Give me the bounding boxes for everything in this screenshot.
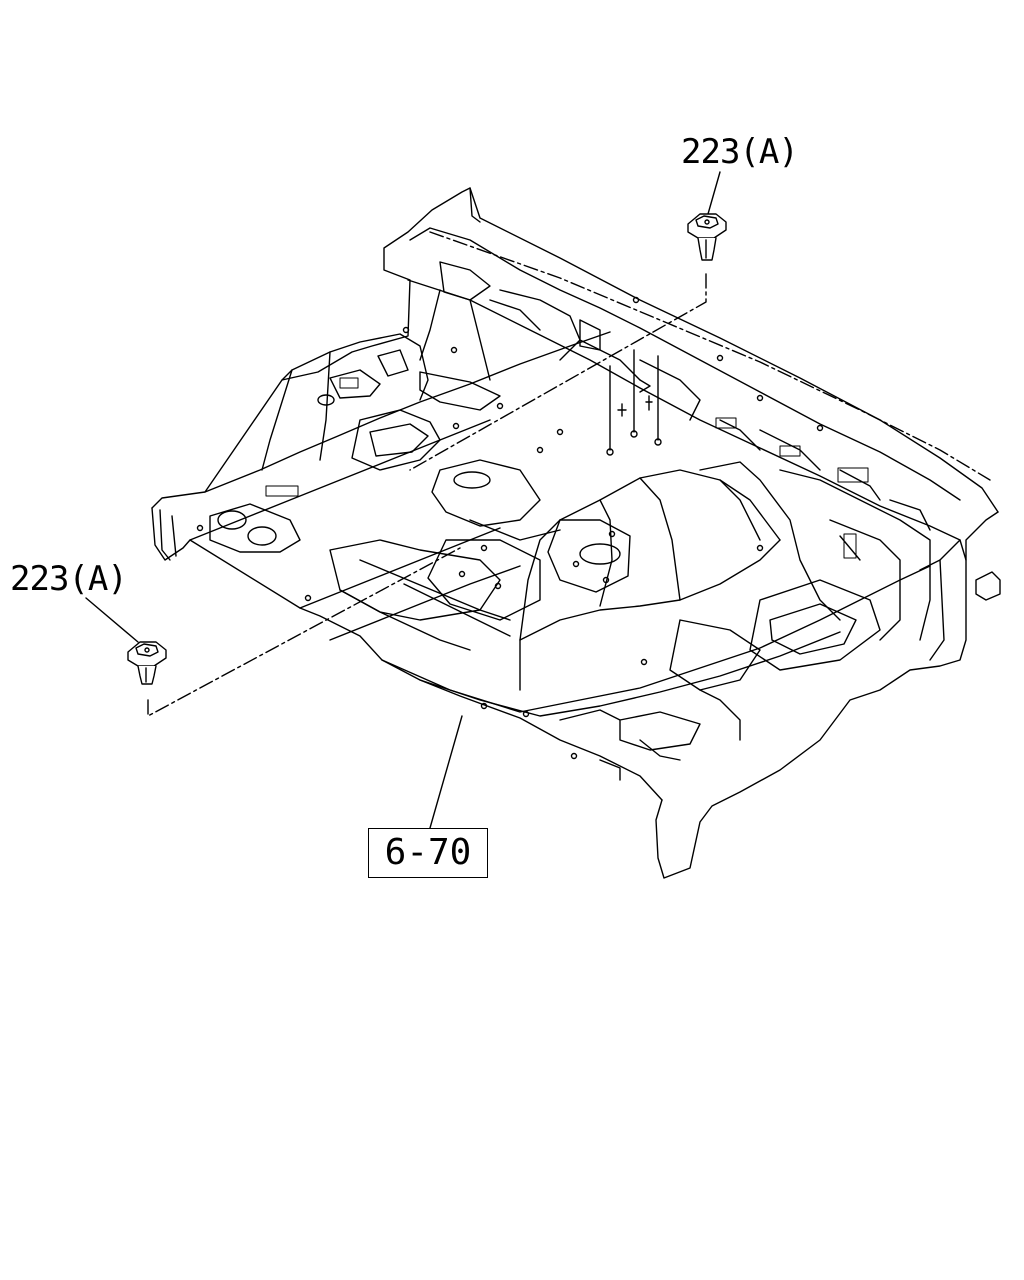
leader-lines — [85, 171, 721, 829]
clip-fastener-left — [127, 641, 167, 685]
clip-top-leader-line — [707, 171, 721, 215]
clip-fastener-top — [687, 213, 727, 261]
reference-leader-line — [429, 715, 463, 829]
clip-left-leader-line — [85, 597, 139, 643]
part-callout-left: 223(A) — [10, 559, 128, 599]
reference-box: 6-70 — [368, 828, 488, 878]
floor-panel — [151, 187, 1001, 879]
part-callout-top: 223(A) — [681, 132, 799, 172]
mounting-studs — [606, 349, 662, 456]
